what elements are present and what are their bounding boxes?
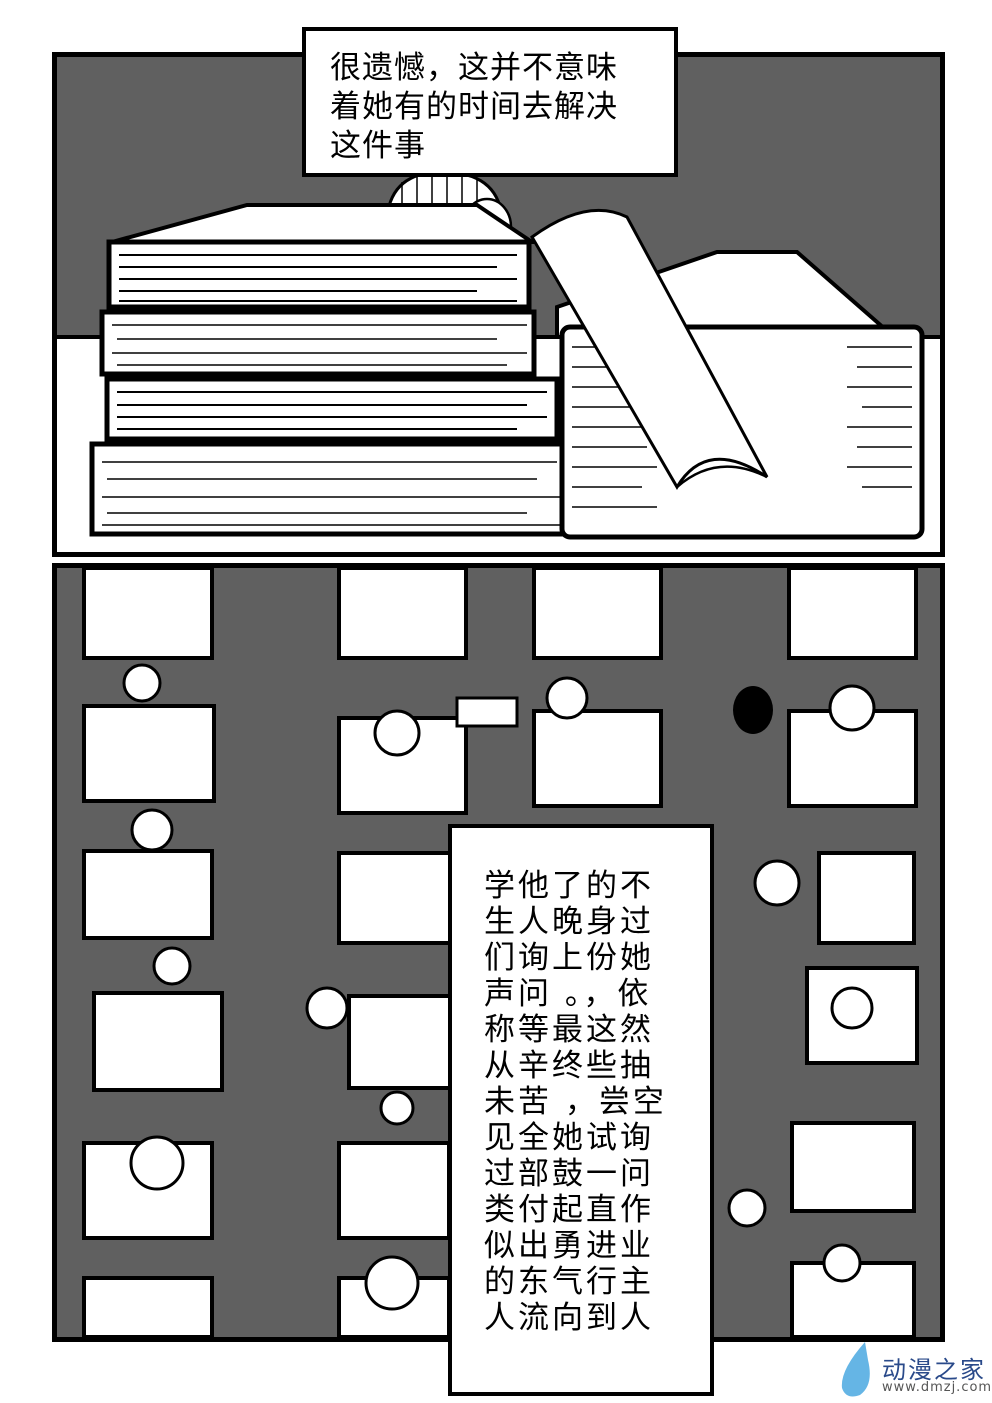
caption-line: 见全她试询 (484, 1120, 654, 1156)
caption-line: 很遗憾，这并不意味 (330, 50, 618, 86)
books-illustration (57, 170, 940, 552)
caption-line: 人流向到人 (484, 1300, 654, 1336)
watermark-url: www.dmzj.com (882, 1380, 992, 1395)
caption-line: 从辛终些抽 (484, 1048, 654, 1084)
narration-box-vertical: 学他了的不 生人晚身过 们询上份她 声问 。，依 称等最这然 从辛终些抽 未苦 … (448, 824, 714, 1396)
caption-line: 着她有的时间去解决 (330, 89, 618, 125)
narration-box-top: 很遗憾，这并不意味 着她有的时间去解决 这件事 (302, 27, 678, 177)
caption-line: 们询上份她 (484, 940, 654, 976)
caption-line: 生人晚身过 (484, 904, 654, 940)
caption-line: 似出勇进业 (484, 1228, 654, 1264)
caption-line: 称等最这然 (484, 1012, 654, 1048)
watermark-title: 动漫之家 (882, 1356, 986, 1384)
droplet-logo-icon (841, 1342, 870, 1397)
caption-line: 声问 。，依 (484, 976, 652, 1012)
caption-line: 的东气行主 (484, 1264, 654, 1300)
caption-line: 学他了的不 (484, 868, 654, 904)
watermark: 动漫之家 www.dmzj.com (830, 1340, 992, 1400)
caption-line: 过部鼓一问 (484, 1156, 654, 1192)
caption-line: 未苦 ，尝空 (484, 1084, 667, 1120)
caption-line: 类付起直作 (484, 1192, 654, 1228)
caption-line: 这件事 (330, 128, 426, 164)
library-illustration (82, 568, 919, 1337)
